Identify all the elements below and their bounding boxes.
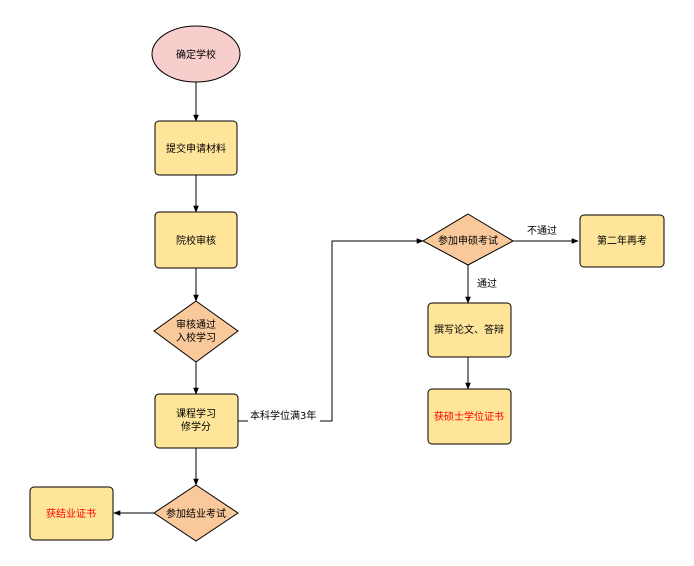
grad-exam-label: 参加结业考试	[166, 507, 226, 520]
start-node	[151, 25, 241, 83]
retry-node	[579, 214, 665, 268]
edge-course-to-masterexam	[238, 238, 424, 422]
submit-node-label: 提交申请材料	[166, 142, 226, 155]
retry-label: 第二年再考	[597, 234, 647, 247]
pass-review-label-line2: 入校学习	[176, 331, 216, 344]
submit-node	[154, 120, 238, 176]
grad-cert-node	[29, 486, 114, 541]
start-node-label: 确定学校	[176, 48, 216, 61]
course-node	[154, 393, 239, 449]
course-label-line1: 课程学习	[176, 407, 216, 420]
grad-cert-label: 获结业证书	[46, 507, 96, 520]
course-label-line2: 修学分	[181, 420, 211, 433]
thesis-label: 撰写论文、答辩	[434, 323, 504, 336]
edge-label-bachelor-3yr: 本科学位满3年	[250, 409, 316, 422]
review-node-label: 院校审核	[176, 234, 216, 247]
pass-review-label-line1: 审核通过	[176, 318, 216, 331]
master-exam-label: 参加申硕考试	[438, 234, 498, 247]
review-node	[154, 211, 238, 269]
edge-label-not-pass: 不通过	[527, 224, 557, 237]
pass-review-decision	[153, 300, 239, 363]
grad-exam-decision	[153, 484, 239, 542]
edge-label-pass: 通过	[477, 277, 497, 290]
degree-node	[427, 388, 512, 445]
master-exam-decision	[421, 213, 515, 266]
thesis-node	[427, 302, 512, 358]
degree-label: 获硕士学位证书	[434, 410, 504, 423]
